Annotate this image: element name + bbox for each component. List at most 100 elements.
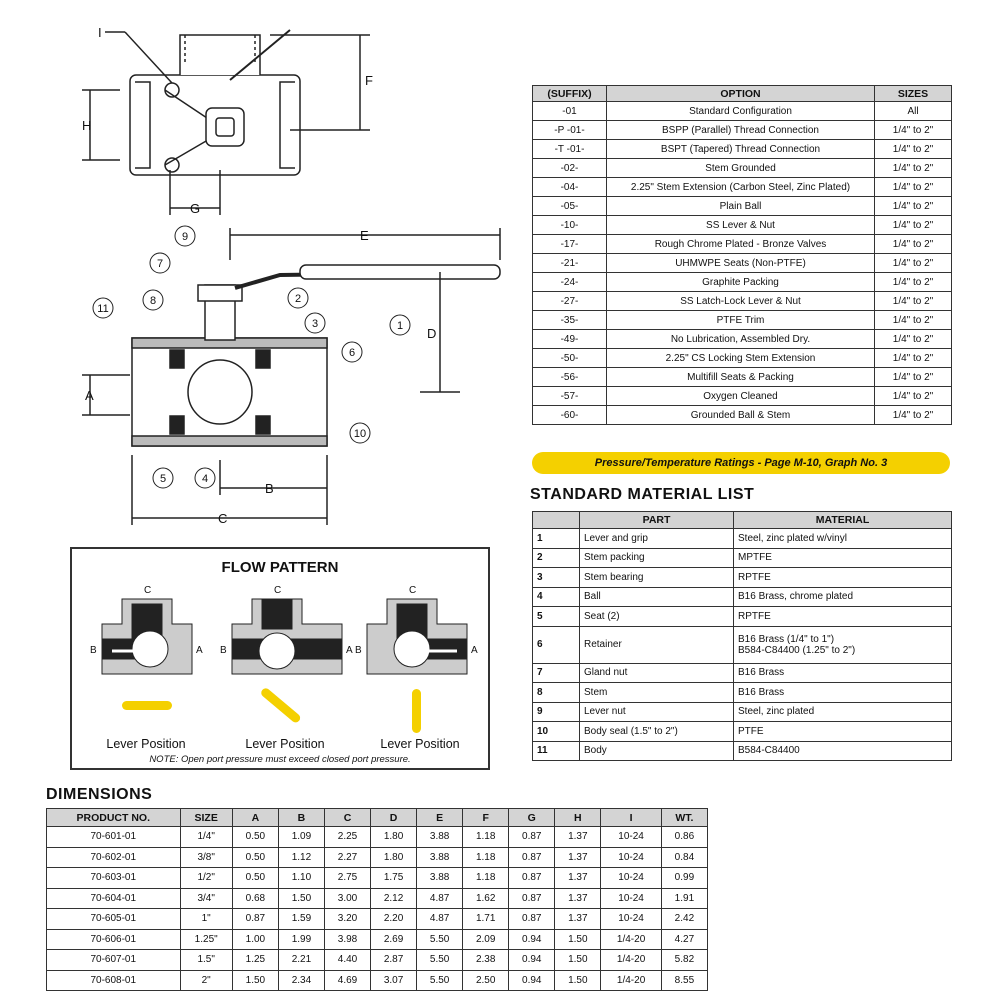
balloon-3: 3 <box>312 318 318 330</box>
option-suffix: -05- <box>532 196 607 216</box>
material-spec: RPTFE <box>733 567 952 588</box>
options-row: -04-2.25" Stem Extension (Carbon Steel, … <box>532 177 952 197</box>
balloon-1: 1 <box>397 320 403 332</box>
dim-label-i: I <box>98 25 102 40</box>
dimensions-cell: 0.87 <box>231 908 279 930</box>
flow-pattern-title: FLOW PATTERN <box>221 559 339 576</box>
material-item-number: 2 <box>532 547 580 568</box>
flow2-port-c: C <box>274 585 281 596</box>
dimensions-cell: 8.55 <box>660 969 709 991</box>
material-spec: Steel, zinc plated <box>733 701 952 722</box>
option-suffix: -49- <box>532 329 607 349</box>
dimensions-cell: 1.91 <box>660 887 709 909</box>
dim-label-a: A <box>85 388 94 403</box>
flow3-port-c: C <box>409 585 416 596</box>
balloon-10: 10 <box>354 428 366 440</box>
dimensions-cell: 2.75 <box>323 867 372 889</box>
option-suffix: -04- <box>532 177 607 197</box>
flow2-port-a: A <box>346 645 353 656</box>
material-part-name: Retainer <box>579 625 734 664</box>
dimensions-cell: 4.27 <box>660 928 709 950</box>
material-spec: RPTFE <box>733 606 952 627</box>
dimensions-cell: 4.87 <box>416 887 464 909</box>
option-description: BSPP (Parallel) Thread Connection <box>606 120 875 140</box>
material-part-name: Stem bearing <box>579 567 734 588</box>
dimensions-cell: 70-606-01 <box>46 928 181 950</box>
dimensions-cell: 10-24 <box>600 908 662 930</box>
dimensions-cell: 70-603-01 <box>46 867 181 889</box>
dimensions-cell: 0.94 <box>508 928 556 950</box>
option-sizes: 1/4" to 2" <box>874 177 952 197</box>
dimensions-cell: 70-605-01 <box>46 908 181 930</box>
dimensions-cell: 3.07 <box>370 969 418 991</box>
dimensions-cell: 1.10 <box>277 867 325 889</box>
dimensions-cell: 5.82 <box>660 949 709 971</box>
option-sizes: 1/4" to 2" <box>874 139 952 159</box>
option-sizes: 1/4" to 2" <box>874 215 952 235</box>
dimensions-header-cell: C <box>323 808 372 827</box>
dimensions-cell: 0.87 <box>508 867 556 889</box>
dimensions-cell: 10-24 <box>600 887 662 909</box>
dimensions-cell: 1.00 <box>231 928 279 950</box>
dimensions-cell: 1.37 <box>554 908 602 930</box>
option-description: UHMWPE Seats (Non-PTFE) <box>606 253 875 273</box>
dimensions-cell: 1.5" <box>179 949 233 971</box>
balloon-4: 4 <box>202 473 208 485</box>
dimensions-cell: 4.69 <box>323 969 372 991</box>
material-item-number: 1 <box>532 528 580 549</box>
material-spec: B16 Brass, chrome plated <box>733 586 952 607</box>
option-sizes: All <box>874 101 952 121</box>
flow3-port-a: A <box>471 645 478 656</box>
dimensions-cell: 2.09 <box>462 928 510 950</box>
material-header-num <box>532 511 580 529</box>
material-spec-line: B584-C84400 <box>738 745 800 757</box>
option-suffix: -27- <box>532 291 607 311</box>
dimensions-cell: 0.87 <box>508 887 556 909</box>
dimensions-cell: 0.86 <box>660 826 709 848</box>
material-spec: Steel, zinc plated w/vinyl <box>733 528 952 549</box>
option-suffix: -57- <box>532 386 607 406</box>
option-description: 2.25" Stem Extension (Carbon Steel, Zinc… <box>606 177 875 197</box>
material-part-name: Stem <box>579 682 734 703</box>
option-description: BSPT (Tapered) Thread Connection <box>606 139 875 159</box>
dimensions-cell: 3.98 <box>323 928 372 950</box>
option-description: Rough Chrome Plated - Bronze Valves <box>606 234 875 254</box>
dimensions-cell: 1.09 <box>277 826 325 848</box>
dimensions-cell: 2.42 <box>660 908 709 930</box>
balloon-7: 7 <box>157 258 163 270</box>
dimensions-cell: 2.38 <box>462 949 510 971</box>
material-list-title: STANDARD MATERIAL LIST <box>530 486 755 503</box>
option-sizes: 1/4" to 2" <box>874 253 952 273</box>
dimensions-cell: 1.99 <box>277 928 325 950</box>
material-item-number: 4 <box>532 586 580 607</box>
material-part-name: Body <box>579 740 734 761</box>
lever-position-label-2: Lever Position <box>245 737 325 751</box>
dim-label-d: D <box>427 326 436 341</box>
material-header-row: PART MATERIAL <box>532 511 952 529</box>
dimensions-cell: 10-24 <box>600 826 662 848</box>
dimensions-cell: 1.50 <box>554 969 602 991</box>
dimensions-cell: 1.75 <box>370 867 418 889</box>
dimensions-cell: 1/4-20 <box>600 928 662 950</box>
dimensions-cell: 1.18 <box>462 846 510 868</box>
options-header-option: OPTION <box>606 85 875 102</box>
option-description: Standard Configuration <box>606 101 875 121</box>
dimensions-cell: 0.87 <box>508 908 556 930</box>
dimensions-cell: 1.12 <box>277 846 325 868</box>
dim-label-c: C <box>218 511 227 526</box>
flow2-port-b: B <box>220 645 227 656</box>
dimensions-cell: 1.62 <box>462 887 510 909</box>
dimensions-cell: 2.34 <box>277 969 325 991</box>
dimensions-cell: 3.00 <box>323 887 372 909</box>
dimensions-title: DIMENSIONS <box>46 786 153 803</box>
